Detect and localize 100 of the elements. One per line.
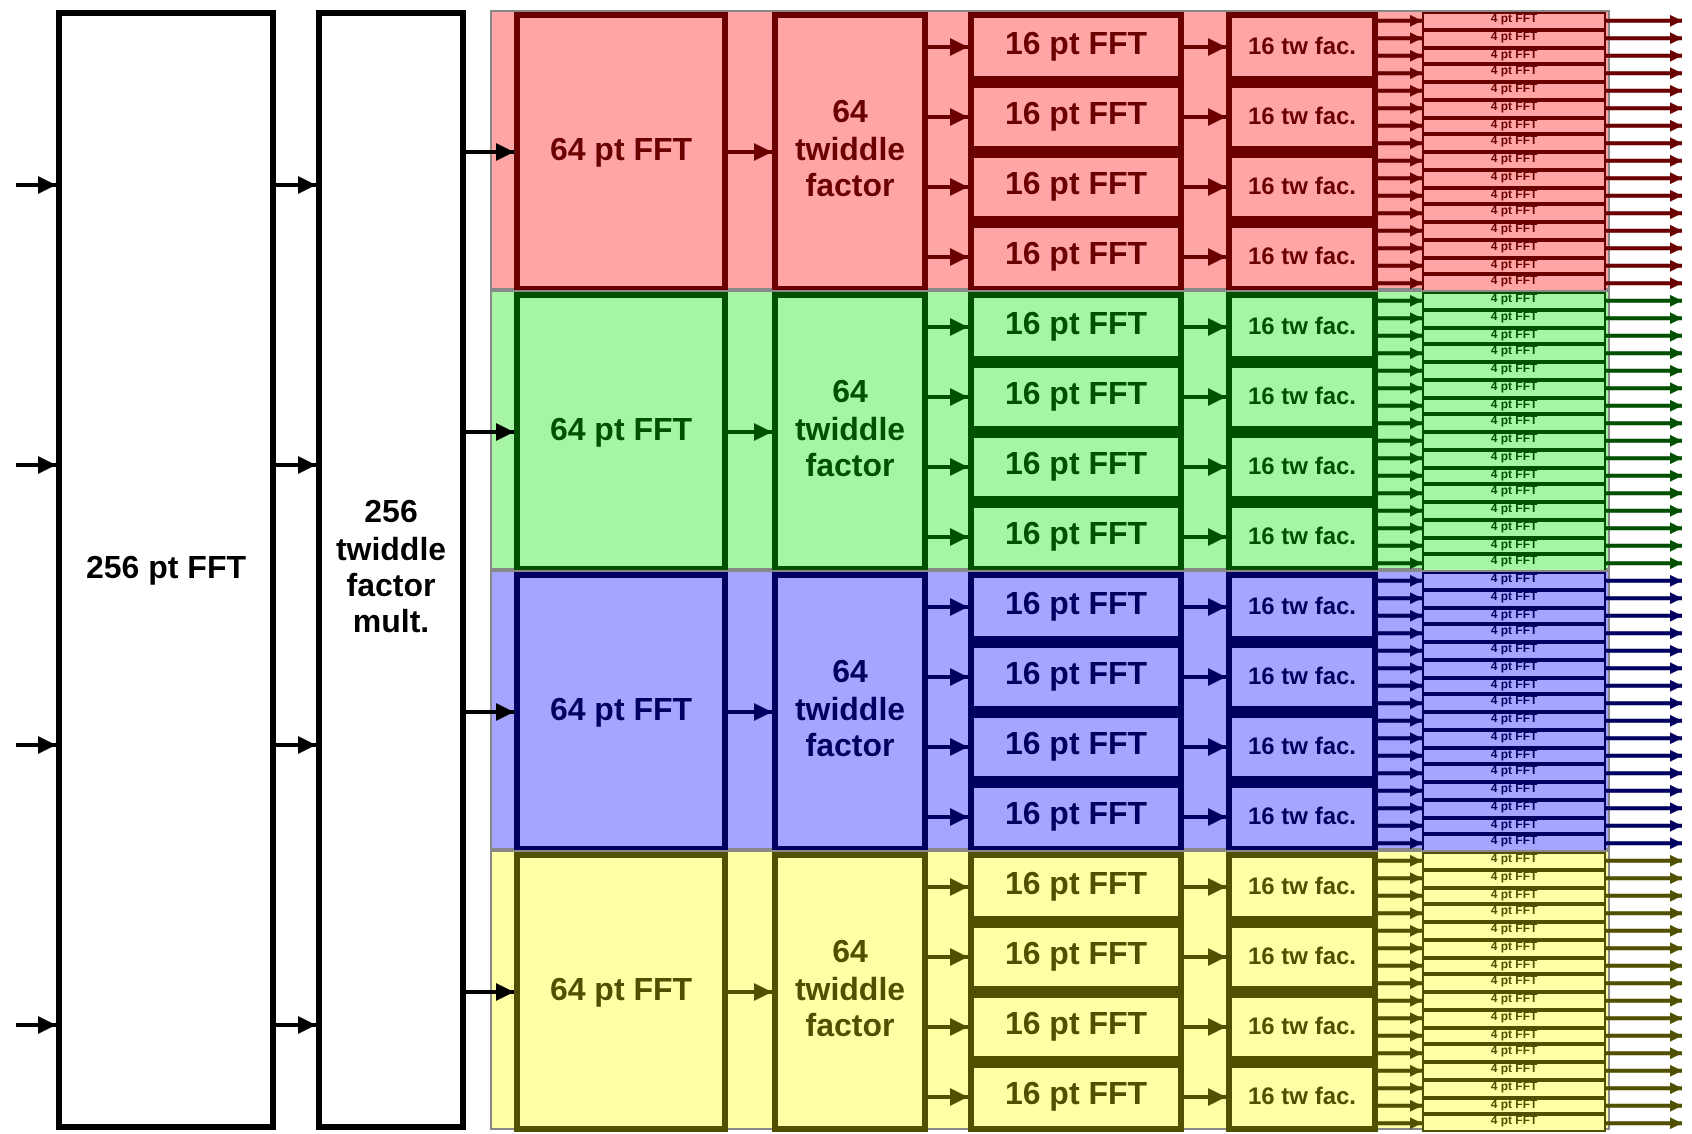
arrow [1606,749,1682,762]
process-box: 64 twiddle factor [772,852,928,1132]
arrow [1378,294,1422,307]
arrow [1378,259,1422,272]
process-box: 16 tw fac. [1226,432,1378,502]
process-box: 16 pt FFT [968,82,1184,152]
arrow [276,1016,316,1034]
arrow [1606,294,1682,307]
process-box: 16 pt FFT [968,782,1184,852]
arrow [1378,452,1422,465]
arrow [1606,469,1682,482]
arrow [928,808,968,826]
arrow [1378,749,1422,762]
process-box: 16 tw fac. [1226,782,1378,852]
arrow [1606,67,1682,80]
arrow [1378,854,1422,867]
process-box: 16 tw fac. [1226,152,1378,222]
process-box: 16 tw fac. [1226,12,1378,82]
process-box: 16 tw fac. [1226,852,1378,922]
process-box: 16 pt FFT [968,922,1184,992]
process-box: 64 pt FFT [514,12,728,292]
arrow [1378,802,1422,815]
process-box: 16 tw fac. [1226,292,1378,362]
arrow [1606,504,1682,517]
arrow [466,143,514,161]
arrow [1606,837,1682,850]
arrow [1606,1099,1682,1112]
arrow [1378,382,1422,395]
arrow [1378,67,1422,80]
arrow [1606,137,1682,150]
arrow [928,1088,968,1106]
process-box: 16 pt FFT [968,12,1184,82]
arrow [1606,1012,1682,1025]
arrow [1606,364,1682,377]
arrow [1606,1047,1682,1060]
arrow [1606,854,1682,867]
arrow [1378,137,1422,150]
arrow [1606,609,1682,622]
arrow [1378,837,1422,850]
arrow [1378,679,1422,692]
arrow [928,388,968,406]
arrow [1378,889,1422,902]
arrow [466,423,514,441]
arrow [1184,388,1226,406]
process-box: 16 pt FFT [968,362,1184,432]
process-box: 16 pt FFT [968,992,1184,1062]
arrow [1378,994,1422,1007]
band-panel [490,290,1610,570]
arrow [928,178,968,196]
arrow [1378,784,1422,797]
arrow [1378,364,1422,377]
arrow [1378,697,1422,710]
process-box: 16 tw fac. [1226,572,1378,642]
process-box: 64 pt FFT [514,852,728,1132]
arrow [1378,487,1422,500]
arrow [1378,609,1422,622]
arrow [1606,767,1682,780]
arrow [1184,598,1226,616]
arrow [1378,942,1422,955]
arrow [1378,1099,1422,1112]
process-box: 16 tw fac. [1226,222,1378,292]
arrow [1606,872,1682,885]
arrow [1606,732,1682,745]
process-box: 16 pt FFT [968,572,1184,642]
arrow [928,948,968,966]
arrow [1378,14,1422,27]
arrow [1606,784,1682,797]
arrow [928,38,968,56]
arrow [1378,644,1422,657]
process-box: 16 tw fac. [1226,362,1378,432]
arrow [1606,679,1682,692]
arrow [1378,574,1422,587]
arrow [1606,994,1682,1007]
arrow [1606,924,1682,937]
process-box: 16 tw fac. [1226,712,1378,782]
arrow [1378,557,1422,570]
arrow [1606,382,1682,395]
arrow [1184,878,1226,896]
arrow [1606,434,1682,447]
arrow [1606,1117,1682,1130]
arrow [1606,224,1682,237]
arrow [1606,242,1682,255]
arrow [1606,84,1682,97]
process-box: 64 pt FFT [514,572,728,852]
process-box: 16 tw fac. [1226,502,1378,572]
arrow [1184,178,1226,196]
arrow [466,983,514,1001]
arrow [1606,259,1682,272]
arrow [1184,808,1226,826]
arrow [1378,872,1422,885]
arrow [1606,539,1682,552]
arrow [1606,819,1682,832]
arrow [1378,1029,1422,1042]
arrow [1378,224,1422,237]
arrow [1606,627,1682,640]
arrow [1184,528,1226,546]
arrow [928,598,968,616]
arrow [1378,32,1422,45]
arrow [1378,347,1422,360]
process-box: 16 pt FFT [968,712,1184,782]
